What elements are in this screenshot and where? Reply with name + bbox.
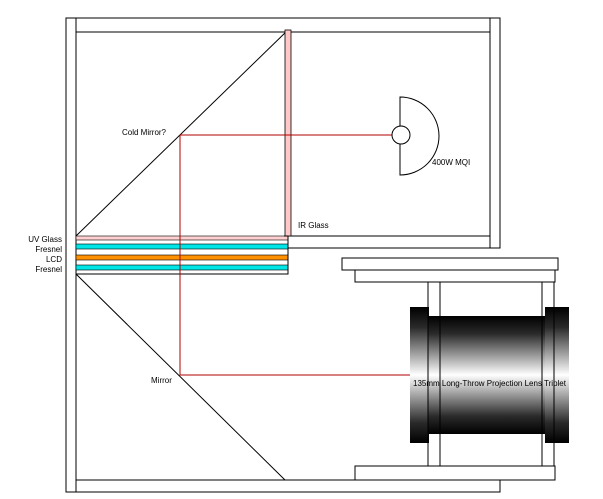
lens-rail-left: [427, 281, 441, 467]
mid-shelf: [287, 235, 491, 249]
fresnel-bottom-label: Fresnel: [35, 265, 62, 274]
ir-glass-label: IR Glass: [298, 221, 329, 230]
lens-mount-top-outer: [341, 257, 559, 271]
ir-glass-panel: [284, 29, 292, 237]
cold-mirror: [75, 29, 289, 237]
lens-mount-top-inner: [354, 269, 556, 283]
right-wall-upper: [489, 17, 501, 249]
lcd-stack: [75, 235, 289, 275]
lens-rail-right: [541, 281, 555, 467]
lens-front-flange: [545, 307, 569, 443]
lens-barrel: [428, 316, 546, 434]
fold-mirror: [75, 273, 286, 481]
lamp: [391, 96, 440, 176]
light-path: [179, 134, 418, 376]
lcd-label: LCD: [46, 255, 62, 264]
lamp-label: 400W MQI: [432, 158, 470, 167]
enclosure-frame: [65, 17, 559, 493]
projection-lens: [410, 281, 569, 467]
lens-rear-flange: [410, 307, 429, 443]
lens-mount-bottom: [354, 465, 556, 481]
uv-glass-layer: [75, 235, 289, 241]
fresnel-bottom-layer: [75, 264, 289, 271]
bottom-wall: [75, 479, 501, 493]
mirror-label: Mirror: [151, 376, 172, 385]
cold-mirror-label: Cold Mirror?: [122, 128, 167, 137]
fresnel-top-layer: [75, 243, 289, 250]
fresnel-top-label: Fresnel: [35, 245, 62, 254]
uv-glass-label: UV Glass: [28, 235, 62, 244]
left-wall: [65, 17, 77, 493]
lamp-reflector: [399, 96, 440, 176]
lcd-stack-bracket: [76, 235, 289, 275]
lamp-bulb: [391, 125, 411, 145]
lens-label: 135mm Long-Throw Projection Lens Triplet: [413, 379, 567, 388]
lcd-layer: [75, 254, 289, 261]
